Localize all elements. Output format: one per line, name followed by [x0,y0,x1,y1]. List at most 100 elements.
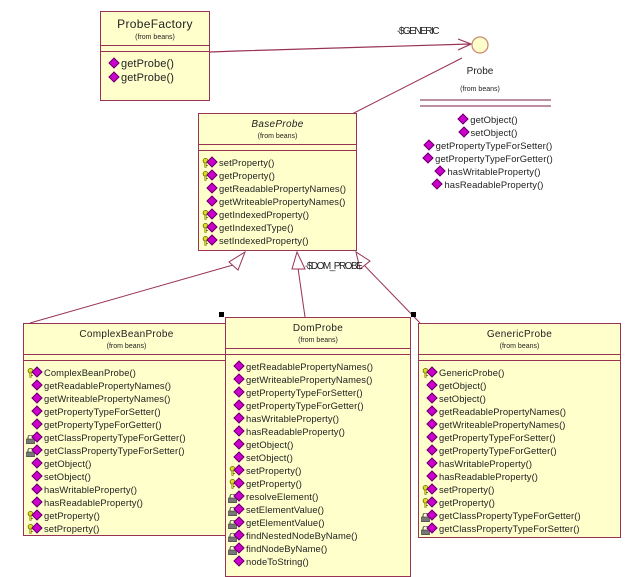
operation-item[interactable]: getObject() [228,437,410,451]
operation-item[interactable]: getReadablePropertyNames() [201,181,356,195]
operation-item[interactable]: ComplexBeanProbe() [26,365,229,379]
public-operation-icon [228,554,246,568]
operation-label: getIndexedProperty() [219,209,310,220]
operation-item[interactable]: getIndexedProperty() [201,207,356,221]
operation-item[interactable]: hasWritableProperty() [410,164,560,178]
operation-item[interactable]: getProbe() [103,71,209,85]
diamond-icon [233,554,245,567]
realization-baseprobe-probe[interactable] [351,57,463,115]
operation-item[interactable]: setObject() [228,450,410,464]
association-factory-probe[interactable] [209,43,471,53]
operation-item[interactable]: hasWritableProperty() [421,456,620,470]
operation-label: getWriteablePropertyNames() [246,374,373,385]
diamond-icon [422,151,434,164]
public-operation-icon [421,430,439,444]
operation-item[interactable]: getPropertyTypeForSetter() [26,404,229,418]
diamond-icon [206,194,218,207]
generalization-dom-base[interactable] [297,267,306,318]
operation-item[interactable]: getPropertyTypeForGetter() [228,398,410,412]
operation-item[interactable]: getPropertyTypeForGetter() [410,151,560,165]
operation-item[interactable]: getReadablePropertyNames() [421,404,620,418]
operation-label: getProbe() [121,58,174,70]
operation-item[interactable]: getPropertyTypeForSetter() [421,430,620,444]
operation-item[interactable]: getWriteablePropertyNames() [421,417,620,431]
operation-item[interactable]: getPropertyTypeForSetter() [410,138,560,152]
operation-item[interactable]: hasReadableProperty() [410,177,560,191]
operation-label: getWriteablePropertyNames() [439,419,566,430]
operation-item[interactable]: GenericProbe() [421,365,620,379]
operation-item[interactable]: getClassPropertyTypeForSetter() [421,521,620,535]
operation-item[interactable]: getPropertyTypeForGetter() [26,417,229,431]
operation-label: getReadablePropertyNames() [439,406,567,417]
operation-item[interactable]: getWriteablePropertyNames() [26,391,229,405]
public-operation-icon [103,57,121,70]
operation-item[interactable]: getObject() [26,456,229,470]
operation-item[interactable]: getWriteablePropertyNames() [228,372,410,386]
operation-item[interactable]: getObject() [421,378,620,392]
operation-item[interactable]: setElementValue() [228,502,410,516]
private-operation-icon [228,515,246,529]
operation-item[interactable]: setIndexedProperty() [201,233,356,247]
inheritance-role-label: -$DOM_PROBE [305,261,363,272]
class-dom-probe[interactable]: DomProbe (from beans) getReadablePropert… [225,317,411,577]
operation-item[interactable]: getClassPropertyTypeForGetter() [26,430,229,444]
operation-item[interactable]: getWriteablePropertyNames() [201,194,356,208]
protected-operation-icon [228,476,246,490]
operation-item[interactable]: hasWritableProperty() [228,411,410,425]
operation-item[interactable]: setProperty() [421,482,620,496]
operation-item[interactable]: getProperty() [26,508,229,522]
operation-item[interactable]: hasWritableProperty() [26,482,229,496]
class-base-probe[interactable]: BaseProbe (from beans) setProperty()getP… [198,113,357,251]
operation-item[interactable]: getReadablePropertyNames() [26,378,229,392]
operation-item[interactable]: getProperty() [421,495,620,509]
operation-label: getPropertyTypeForGetter() [44,419,162,430]
operation-item[interactable]: setProperty() [228,463,410,477]
operation-item[interactable]: setProperty() [26,521,229,535]
public-operation-icon [26,378,44,392]
operation-item[interactable]: getProperty() [228,476,410,490]
diamond-icon [426,417,438,430]
operation-item[interactable]: getObject() [410,112,560,126]
operation-item[interactable]: getProperty() [201,168,356,182]
operation-item[interactable]: nodeToString() [228,554,410,568]
operation-item[interactable]: hasReadableProperty() [26,495,229,509]
public-operation-icon [452,112,470,126]
probe-interface-circle[interactable] [471,36,489,54]
public-operation-icon [421,391,439,405]
operation-item[interactable]: getElementValue() [228,515,410,529]
diamond-icon [233,385,245,398]
protected-operation-icon [26,365,44,379]
operation-label: setIndexedProperty() [219,235,309,246]
operation-item[interactable]: getPropertyTypeForSetter() [228,385,410,399]
operation-item[interactable]: hasReadableProperty() [421,469,620,483]
generalization-complex-base[interactable] [29,262,241,324]
diamond-icon [422,138,435,151]
operation-item[interactable]: setObject() [26,469,229,483]
operation-item[interactable]: findNodeByName() [228,541,410,555]
operation-item[interactable]: getIndexedType() [201,220,356,234]
operation-item[interactable]: hasReadableProperty() [228,424,410,438]
public-operation-icon [26,482,44,496]
operation-item[interactable]: setObject() [421,391,620,405]
class-name: BaseProbe [251,119,304,130]
class-complex-bean-probe[interactable]: ComplexBeanProbe (from beans) ComplexBea… [23,323,230,536]
operation-label: setObject() [246,452,293,463]
operation-item[interactable]: setProperty() [201,155,356,169]
operation-item[interactable]: getClassPropertyTypeForGetter() [421,508,620,522]
operation-item[interactable]: setObject() [410,125,560,139]
class-generic-probe[interactable]: GenericProbe (from beans) GenericProbe()… [418,323,621,538]
operation-item[interactable]: getClassPropertyTypeForSetter() [26,443,229,457]
operation-item[interactable]: getProbe() [103,57,209,71]
selection-handle-left[interactable] [219,312,224,317]
selection-handle-right[interactable] [411,312,416,317]
class-probe-factory[interactable]: ProbeFactory (from beans) getProbe()getP… [100,11,210,101]
operation-item[interactable]: findNestedNodeByName() [228,528,410,542]
generalization-generic-base[interactable] [362,263,421,324]
protected-operation-icon [228,463,246,477]
operation-item[interactable]: resolveElement() [228,489,410,503]
class-package: (from beans) [298,337,338,344]
public-operation-icon [421,443,439,457]
interface-package: (from beans) [460,86,500,93]
operation-item[interactable]: getPropertyTypeForGetter() [421,443,620,457]
operation-item[interactable]: getReadablePropertyNames() [228,359,410,373]
